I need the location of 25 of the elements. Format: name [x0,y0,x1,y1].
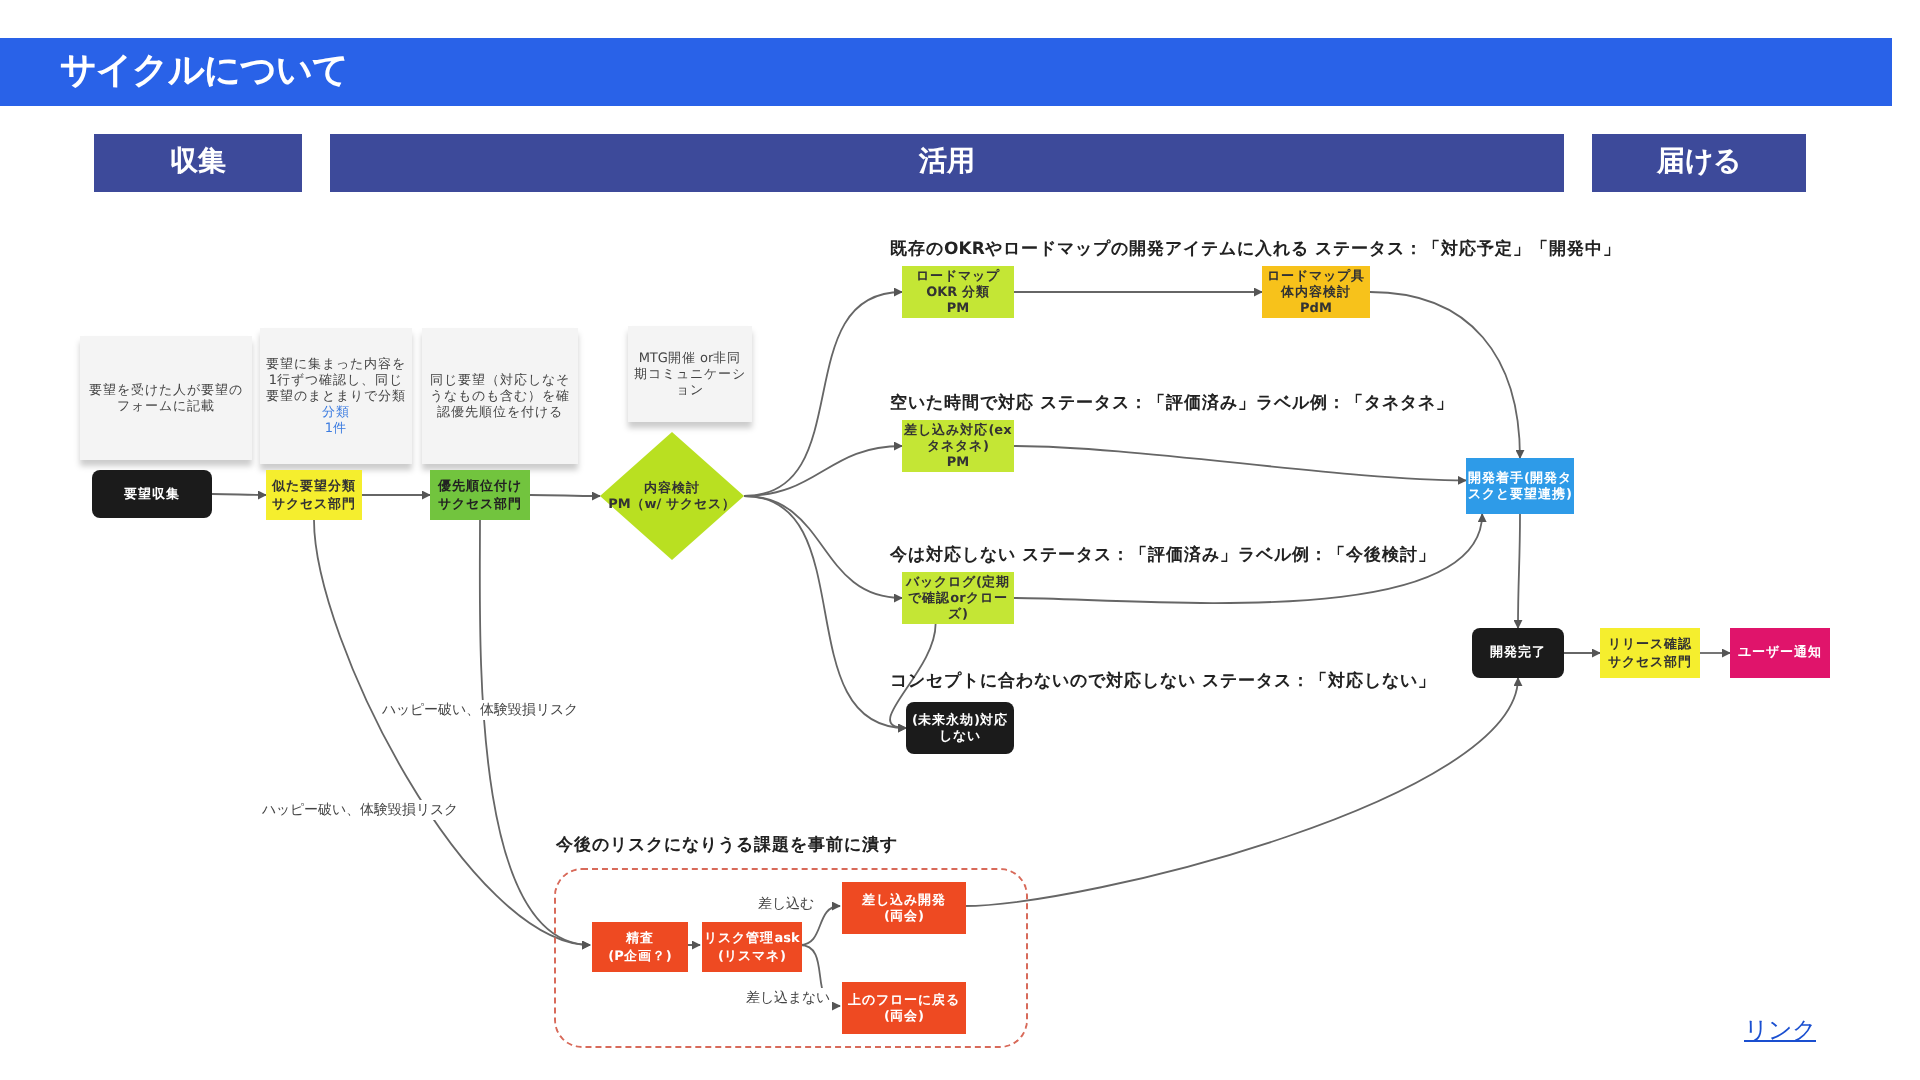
section-header: 収集 [94,134,302,192]
arrow [1699,648,1731,658]
arrow [211,490,267,500]
arrow [361,490,431,500]
arrow [1369,291,1525,459]
arrow [1013,287,1263,297]
group-heading: 今後のリスクになりうる課題を事前に潰す [556,836,898,858]
title-bar: サイクルについて [0,38,1892,106]
branch-heading: 空いた時間で対応 ステータス：「評価済み」ラベル例：「タネタネ」 [890,392,1454,416]
arrow [889,623,937,732]
arrow [478,519,591,948]
arrow [685,940,701,950]
arrow [1513,513,1523,629]
branch-heading: コンセプトに合わないので対応しない ステータス：「対応しない」 [890,670,1436,694]
branch-heading: 今は対応しない ステータス：「評価済み」ラベル例：「今後検討」 [890,544,1436,568]
arrow [799,902,841,946]
branch-heading: 既存のOKRやロードマップの開発アイテムに入れる ステータス：「対応予定」「開発中」 [890,238,1621,262]
link: リンク [1744,1014,1816,1048]
arrow [1013,513,1485,604]
section-header: 活用 [330,134,1564,192]
section-header: 届ける [1592,134,1806,192]
arrow [1563,648,1601,658]
arrow [963,677,1521,907]
arrow [1013,445,1467,485]
arrow [529,491,601,501]
